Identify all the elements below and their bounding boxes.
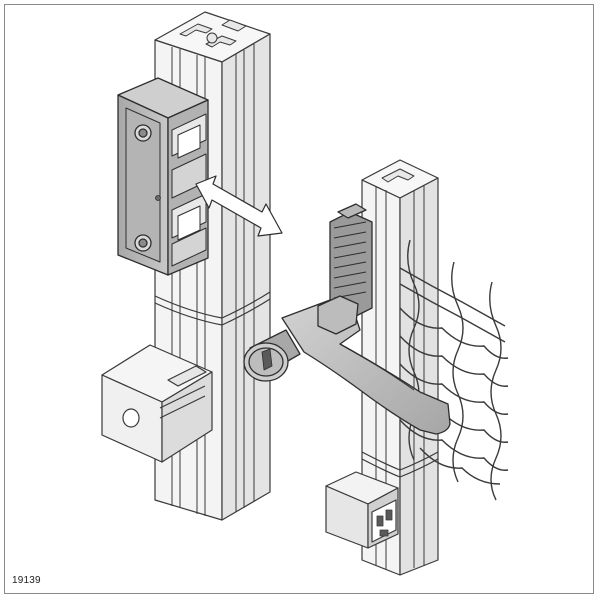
latch-screw-bottom <box>134 234 152 252</box>
latch-block <box>117 77 209 276</box>
movement-arrow <box>195 175 283 237</box>
right-profile-side-face <box>399 177 439 576</box>
left-profile-band <box>154 291 271 326</box>
wire-mesh-panel <box>399 239 509 501</box>
lock-handle-assembly <box>243 203 451 435</box>
key-slot <box>261 348 273 371</box>
figure-border <box>4 4 594 594</box>
strike-plate-bracket <box>325 471 399 549</box>
lock-cylinder <box>243 329 301 382</box>
latch-screw-top <box>134 124 152 142</box>
left-profile-side-face <box>221 33 271 521</box>
bracket-hole <box>122 408 140 428</box>
left-mounting-bracket <box>101 344 213 463</box>
figure-reference-number: 19139 <box>12 575 41 586</box>
